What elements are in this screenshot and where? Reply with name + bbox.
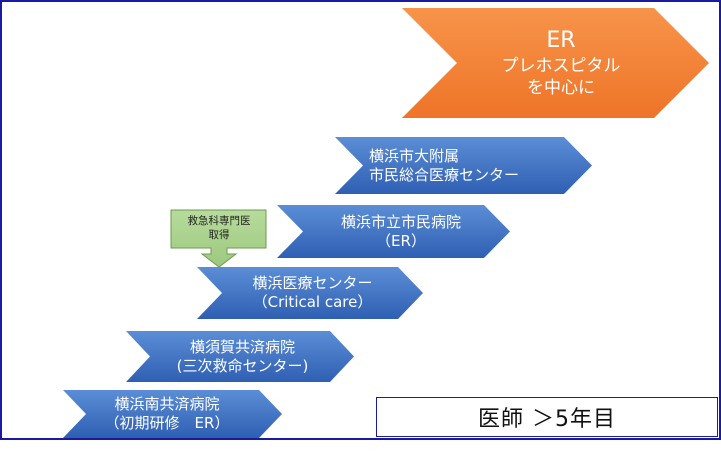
step-chevron-shape (63, 390, 282, 438)
step-chevron-5: 横浜南共済病院 （初期研修 ER） (63, 390, 283, 438)
milestone-callout: 救急科専門医 取得 (170, 209, 268, 269)
step-4-line1: 横須賀共済病院 (189, 337, 295, 356)
step-chevron-4: 横須賀共済病院 (三次救命センター) (126, 331, 355, 382)
step-chevron-shape (126, 331, 354, 382)
step-chevron-shape (335, 137, 592, 194)
step-1-line2: 市民総合医療センター (369, 165, 520, 184)
step-3-line1: 横浜医療センター (252, 274, 373, 293)
step-2-line1: 横浜市立市民病院 (340, 212, 461, 231)
step-5-line2: （初期研修 ER） (104, 414, 230, 432)
goal-chevron: ER プレホスピタル を中心に (402, 8, 710, 118)
experience-label: 医師 ＞5年目 (478, 407, 616, 432)
step-chevron-shape (197, 267, 423, 319)
milestone-arrow-shape (170, 209, 267, 268)
goal-line3: を中心に (527, 78, 595, 99)
step-4-line2: (三次救命センター) (176, 356, 309, 375)
milestone-line1: 救急科専門医 (187, 215, 251, 228)
milestone-line2: 取得 (208, 229, 230, 241)
diagram-frame (0, 0, 721, 440)
step-chevron-3: 横浜医療センター （Critical care） (197, 267, 424, 319)
step-chevron-1: 横浜市大附属 市民総合医療センター (335, 137, 593, 194)
step-chevron-2: 横浜市立市民病院 （ER） (277, 205, 511, 258)
step-3-line2: （Critical care） (252, 293, 373, 311)
goal-line2: プレホスピタル (501, 56, 621, 77)
experience-label-box: 医師 ＞5年目 (376, 397, 718, 437)
step-2-line2: （ER） (376, 231, 426, 250)
step-5-line1: 横浜南共済病院 (114, 395, 220, 414)
step-1-line1: 横浜市大附属 (369, 146, 460, 165)
step-chevron-shape (277, 205, 510, 258)
goal-chevron-shape (402, 8, 709, 118)
goal-line1: ER (546, 27, 576, 53)
